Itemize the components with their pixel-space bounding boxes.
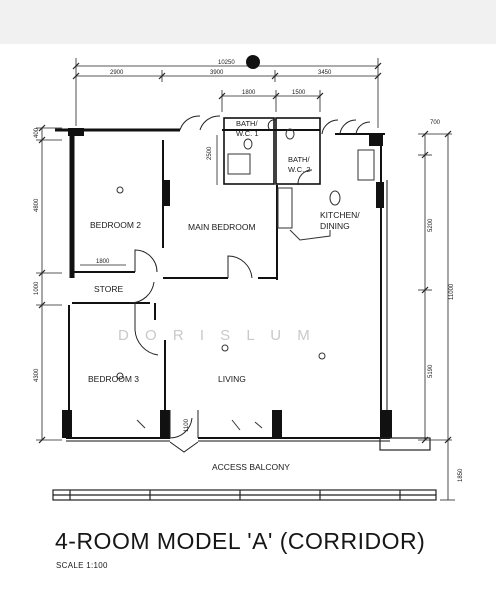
dim-top-3: 3450 [318,70,332,76]
room-bath-1-line1: BATH/ [236,119,258,128]
dim-right-2: 5200 [428,218,434,232]
dim-overall: 10250 [218,60,235,66]
dim-store: 1800 [96,259,110,265]
room-bath-2-line1: BATH/ [288,155,310,164]
dimension-labels: 10250 2900 3900 3450 1800 1500 2500 400 … [34,60,464,482]
top-bar [0,0,496,44]
dim-top-1: 2900 [110,70,124,76]
room-kitchen-line1: KITCHEN/ [320,210,360,220]
dim-left-1: 400 [34,127,40,138]
dim-door: 1100 [184,418,190,432]
dim-right-5: 1850 [458,468,464,482]
room-bedroom-2: BEDROOM 2 [90,220,141,230]
room-main-bedroom: MAIN BEDROOM [188,222,256,232]
room-store: STORE [94,284,123,294]
dimension-lines [36,58,455,501]
room-living: LIVING [218,374,246,384]
dim-right-3: 11000 [449,283,455,300]
balcony-railing [52,437,437,501]
room-bedroom-3: BEDROOM 3 [88,374,139,384]
dim-bath-depth: 2500 [207,146,213,160]
fixtures [116,128,375,431]
plan-title: 4-ROOM MODEL 'A' (CORRIDOR) [55,528,426,554]
walls [55,117,390,442]
dim-right-1: 700 [430,120,441,126]
plan-scale: SCALE 1:100 [56,561,108,570]
doors [129,115,371,453]
marker-dot [246,55,260,69]
dim-bath-2: 1500 [292,90,306,96]
room-bath-1-line2: W.C. 1 [236,129,259,138]
dim-right-4: 5190 [428,364,434,378]
dim-left-3: 1000 [34,281,40,295]
dim-left-4: 4300 [34,368,40,382]
dim-left-2: 4800 [34,198,40,212]
columns [62,128,392,438]
room-labels: BEDROOM 2 MAIN BEDROOM BATH/ W.C. 1 BATH… [88,119,360,472]
room-access-balcony: ACCESS BALCONY [212,462,290,472]
dim-bath-1: 1800 [242,90,256,96]
room-bath-2-line2: W.C. 2 [288,165,311,174]
watermark: D O R I S L U M [118,327,316,344]
room-kitchen-line2: DINING [320,221,350,231]
dim-top-2: 3900 [210,70,224,76]
